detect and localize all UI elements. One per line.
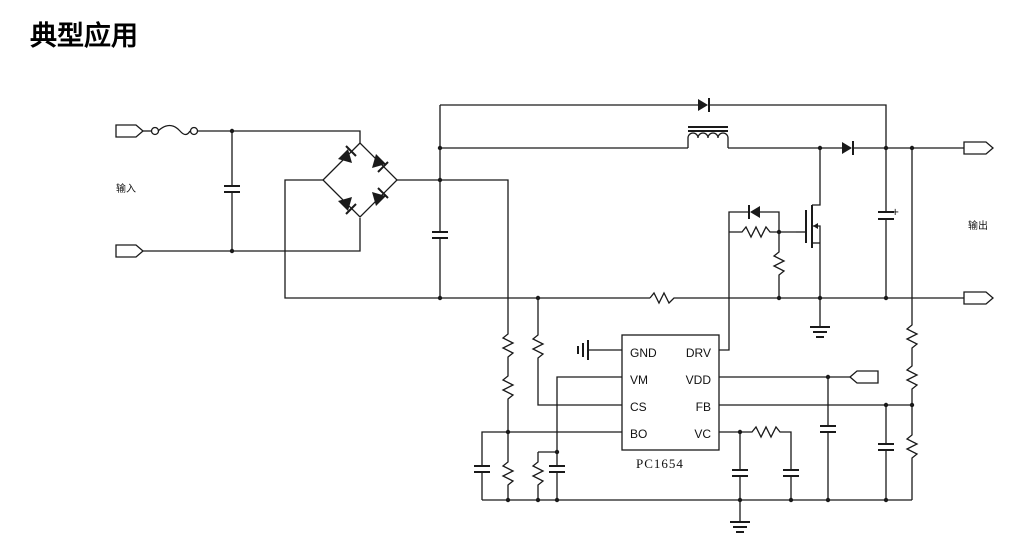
pin-drv: DRV <box>686 346 711 360</box>
sense-resistor <box>649 291 964 305</box>
output-label: 输出 <box>968 219 988 232</box>
bo-divider-lower-resistor <box>501 432 515 500</box>
gate-resistor <box>729 225 796 239</box>
pin-vdd: VDD <box>686 373 712 387</box>
gate-pulldown-resistor <box>772 232 786 298</box>
pin-vm: VM <box>630 373 648 387</box>
vm-wire <box>556 376 622 466</box>
pin-cs: CS <box>630 400 647 414</box>
controller-ic: GND VM CS BO DRV VDD FB VC PC1654 <box>621 334 720 471</box>
vm-capacitor <box>549 465 565 500</box>
pin-bo: BO <box>630 427 647 441</box>
inductor <box>440 126 842 149</box>
top-diode <box>440 98 887 212</box>
input-wire-bottom <box>143 218 361 252</box>
output-diode <box>842 141 964 155</box>
bo-filter-capacitor <box>474 465 490 500</box>
bottom-ground-icon <box>730 500 750 533</box>
vc-resistor <box>740 425 792 470</box>
input-terminal-bottom <box>115 244 144 258</box>
output-capacitor: + <box>878 207 899 298</box>
x-capacitor <box>224 131 240 251</box>
source-ground-icon <box>810 298 830 338</box>
drv-wire <box>719 232 730 351</box>
cs-filter-resistor <box>531 452 545 500</box>
mosfet <box>796 148 821 298</box>
input-fuse <box>143 124 232 136</box>
bridge-return-wire <box>284 179 650 299</box>
cs-wire <box>537 366 622 406</box>
vc-capacitor <box>732 432 748 500</box>
vdd-capacitor <box>820 377 836 500</box>
vdd-terminal <box>849 370 879 384</box>
input-terminal-top <box>115 124 144 138</box>
bulk-node-wire <box>397 179 509 330</box>
output-terminal-bottom <box>963 291 994 305</box>
chip-name: PC1654 <box>636 456 684 471</box>
input-wire-top <box>232 130 361 143</box>
vc-series-capacitor <box>783 469 799 500</box>
gnd-pin-ground-icon <box>577 340 622 360</box>
polarity-mark: + <box>891 207 899 218</box>
fb-capacitor <box>878 405 894 500</box>
page-title: 典型应用 <box>30 21 138 52</box>
pin-fb: FB <box>696 400 711 414</box>
gate-diode <box>728 205 780 232</box>
bo-divider-upper-resistor <box>501 330 515 432</box>
output-terminal-top <box>963 141 994 155</box>
bulk-capacitor <box>432 105 448 298</box>
cs-resistor <box>531 298 545 366</box>
input-label: 输入 <box>116 182 136 195</box>
pin-vc: VC <box>694 427 711 441</box>
bo-wire <box>481 431 622 466</box>
fb-divider-resistors <box>905 148 919 500</box>
bridge-rectifier <box>322 142 398 218</box>
pin-gnd: GND <box>630 346 657 360</box>
